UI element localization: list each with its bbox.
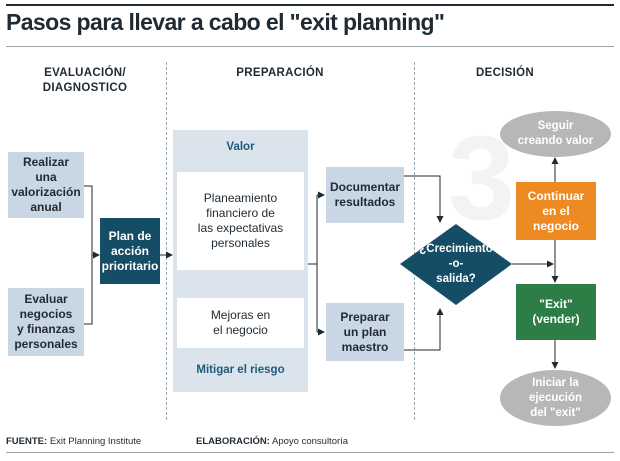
box-evaluar-negocios: Evaluar negocios y finanzas personales	[8, 288, 84, 356]
title-underline	[6, 46, 614, 47]
box-preparar-plan: Preparar un plan maestro	[326, 303, 404, 361]
box-realizar-valorizacion: Realizar una valorización anual	[8, 152, 84, 218]
column-divider-2	[414, 62, 415, 420]
box-exit-vender: "Exit" (vender)	[516, 284, 596, 340]
footer-elaboracion-label: ELABORACIÓN:	[196, 436, 270, 447]
footer-fuente-label: FUENTE:	[6, 436, 48, 447]
column-divider-1	[166, 62, 167, 420]
column-header-preparacion: PREPARACIÓN	[236, 67, 324, 79]
oval-seguir-creando-valor: Seguir creando valor	[500, 111, 611, 157]
box-planeamiento-financiero: Planeamiento financiero de las expectati…	[177, 172, 304, 270]
label-mitigar-riesgo: Mitigar el riesgo	[196, 364, 285, 376]
box-plan-accion: Plan de acción prioritario	[100, 218, 160, 284]
bottom-rule	[6, 452, 614, 453]
box-documentar-resultados: Documentar resultados	[326, 167, 404, 223]
footer-elaboracion-value: Apoyo consultoría	[272, 436, 349, 447]
oval-iniciar-ejecucion: Iniciar la ejecución del "exit"	[500, 370, 611, 426]
footer-fuente: FUENTE: Exit Planning Institute	[6, 436, 141, 447]
top-rule	[6, 4, 614, 6]
page-title: Pasos para llevar a cabo el "exit planni…	[6, 9, 445, 35]
box-continuar-negocio: Continuar en el negocio	[516, 182, 596, 240]
column-header-decision: DECISIÓN	[476, 67, 534, 79]
label-valor: Valor	[226, 141, 255, 153]
footer-fuente-value: Exit Planning Institute	[49, 436, 142, 447]
box-mejoras-negocio: Mejoras en el negocio	[177, 298, 304, 348]
diamond-label: ¿Crecimiento -o- salida?	[419, 243, 493, 285]
decision-diamond	[400, 224, 512, 305]
column-header-evaluacion: EVALUACIÓN/ DIAGNOSTICO	[42, 67, 128, 94]
footer-elaboracion: ELABORACIÓN: Apoyo consultoría	[196, 436, 348, 447]
